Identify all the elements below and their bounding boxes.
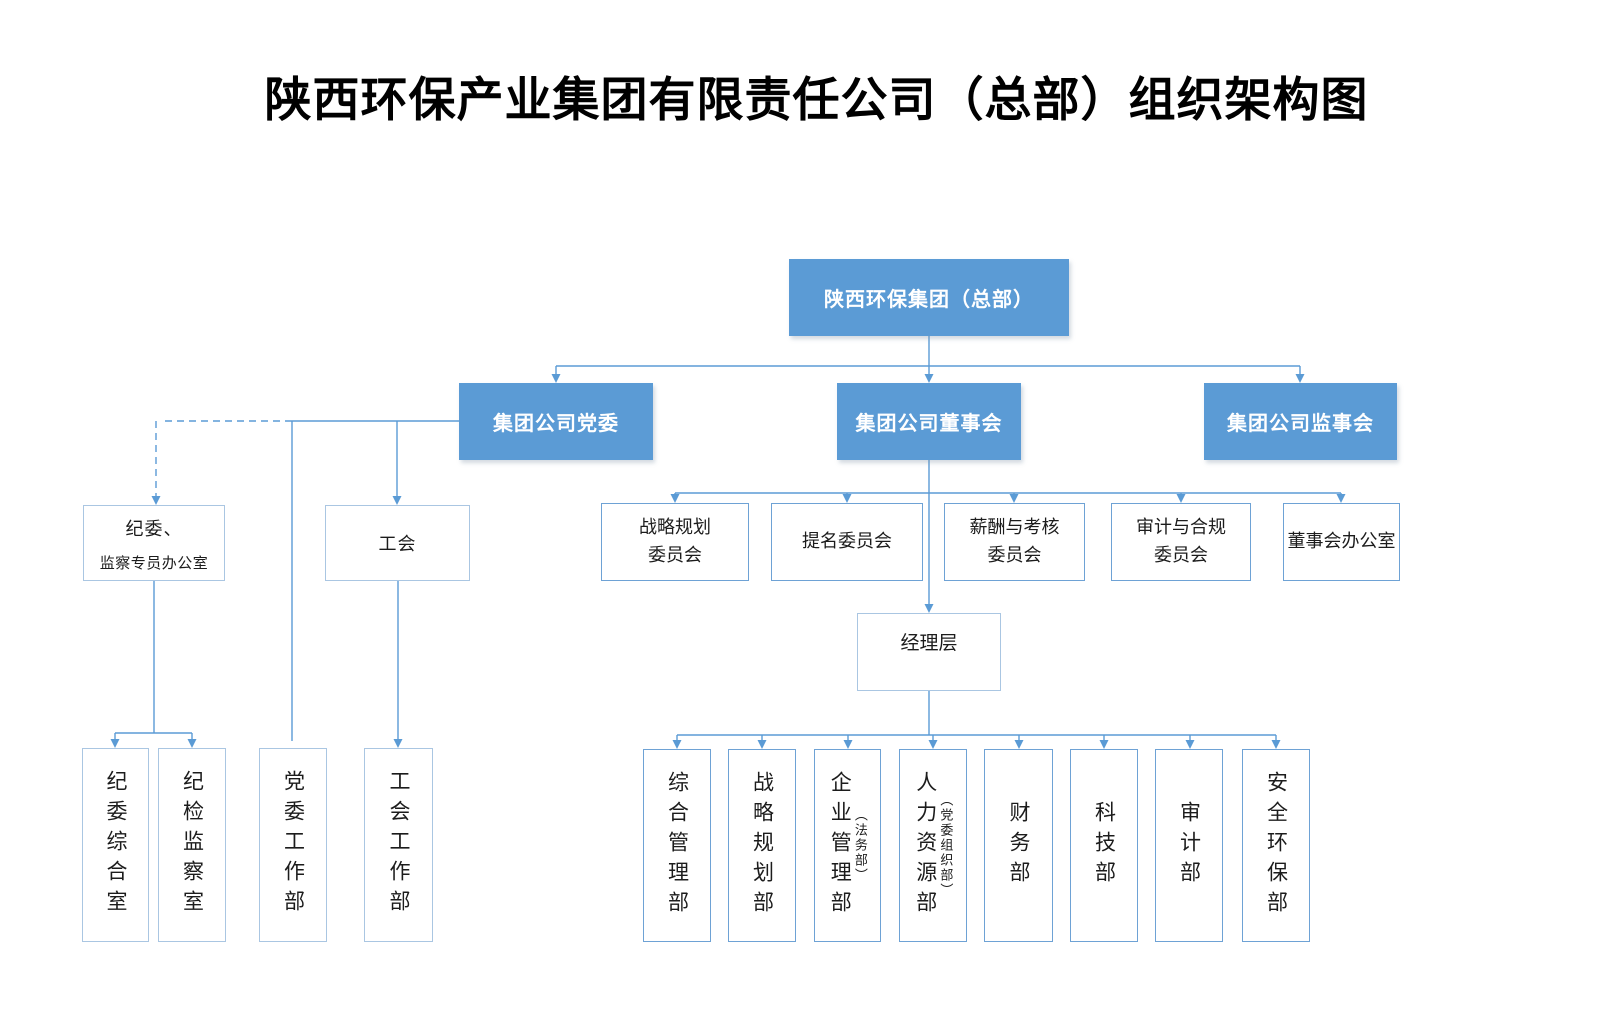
node-label: 集团公司董事会: [855, 413, 1003, 435]
node-science-tech-dept: 科技部: [1070, 749, 1138, 942]
node-label: 战略规划部: [750, 770, 774, 921]
node-label: 工会: [378, 534, 417, 554]
node-finance-dept: 财务部: [984, 749, 1053, 942]
node-label: 纪委、: [125, 519, 183, 539]
node-discipline-commission: 纪委、 监察专员办公室: [83, 505, 225, 581]
node-nomination-committee: 提名委员会: [771, 503, 923, 581]
node-label: 工会工作部: [387, 770, 411, 920]
node-board-of-directors: 集团公司董事会: [837, 383, 1021, 460]
node-label: 委员会: [987, 545, 1042, 565]
node-label: 战略规划: [639, 517, 711, 538]
node-label: 综合管理部: [665, 770, 689, 921]
node-strategy-planning-dept: 战略规划部: [728, 749, 796, 942]
node-label: 财务部: [1007, 800, 1031, 891]
node-label: 人力资源部: [913, 770, 937, 921]
node-audit-dept: 审计部: [1155, 749, 1223, 942]
node-label: 董事会办公室: [1287, 531, 1396, 552]
node-audit-compliance-committee: 审计与合规 委员会: [1111, 503, 1251, 581]
node-label: 陕西环保集团（总部）: [824, 289, 1034, 311]
node-label: 委员会: [1154, 545, 1208, 565]
node-supervisory-board: 集团公司监事会: [1204, 383, 1397, 460]
node-sublabel: 监察专员办公室: [99, 555, 209, 572]
node-annotation: （法务部）: [852, 808, 868, 883]
node-hr-dept: 人力资源部 （党委组织部）: [899, 749, 967, 942]
node-discipline-general-office: 纪委综合室: [82, 748, 149, 942]
node-label: 审计部: [1177, 800, 1201, 891]
node-compensation-committee: 薪酬与考核 委员会: [944, 503, 1085, 581]
node-labor-union: 工会: [325, 505, 470, 581]
page-title: 陕西环保产业集团有限责任公司（总部）组织架构图: [264, 75, 1369, 127]
node-label: 党委工作部: [281, 770, 305, 920]
node-strategy-committee: 战略规划 委员会: [601, 503, 749, 581]
node-label: 科技部: [1092, 800, 1116, 891]
node-label: 经理层: [900, 632, 958, 654]
node-label: 安全环保部: [1264, 770, 1288, 921]
node-party-committee: 集团公司党委: [459, 383, 653, 460]
node-label: 集团公司监事会: [1227, 413, 1374, 435]
node-management-level: 经理层: [857, 613, 1001, 691]
node-party-work-dept: 党委工作部: [259, 748, 327, 942]
node-enterprise-management-dept: 企业管理部 （法务部）: [814, 749, 881, 942]
node-board-office: 董事会办公室: [1283, 503, 1400, 581]
node-label: 委员会: [648, 545, 702, 565]
node-general-management-dept: 综合管理部: [643, 749, 711, 942]
node-label: 薪酬与考核: [969, 517, 1060, 538]
node-label: 企业管理部: [828, 770, 852, 921]
node-annotation: （党委组织部）: [938, 793, 954, 898]
node-union-work-dept: 工会工作部: [364, 748, 433, 942]
node-label: 纪委综合室: [104, 770, 128, 920]
node-discipline-inspection-office: 纪检监察室: [158, 748, 226, 942]
node-label: 审计与合规: [1136, 517, 1226, 538]
node-label: 纪检监察室: [180, 770, 204, 920]
node-label: 集团公司党委: [493, 413, 619, 435]
node-label: 提名委员会: [802, 531, 892, 552]
node-safety-env-dept: 安全环保部: [1242, 749, 1310, 942]
node-group-hq: 陕西环保集团（总部）: [789, 259, 1069, 336]
